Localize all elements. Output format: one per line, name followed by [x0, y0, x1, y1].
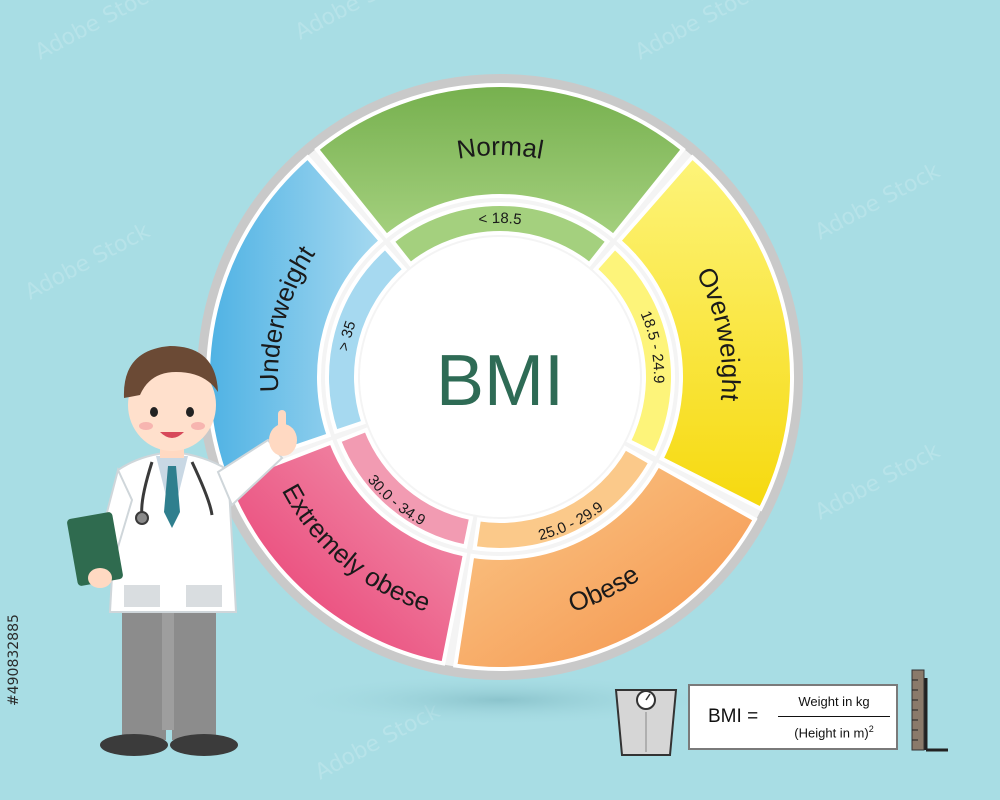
bmi-formula-box: BMI = Weight in kg (Height in m)2 [688, 684, 898, 750]
svg-text:Adobe Stock: Adobe Stock [631, 0, 764, 65]
center-disk [360, 237, 640, 517]
segment-normal [314, 83, 686, 239]
formula-equals: = [747, 706, 759, 727]
diagram-shadow [280, 674, 720, 726]
svg-text:Adobe Stock: Adobe Stock [811, 159, 944, 246]
formula-denominator: (Height in m)2 [778, 724, 890, 740]
bathroom-scale-icon [614, 689, 678, 756]
segment-overweight [616, 154, 794, 512]
segment-range-normal: < 18.5 [478, 210, 523, 228]
segment-obese [453, 462, 758, 671]
formula-lhs: BMI = [708, 706, 758, 728]
segment-overweight-range-band [592, 244, 675, 457]
stock-id: #490832885 [6, 614, 22, 706]
segment-underweight-range-band [325, 244, 408, 435]
height-ruler-icon [911, 669, 948, 752]
formula-fraction-bar [778, 716, 890, 717]
segment-extremely-obese-range-band [336, 427, 474, 549]
formula-exponent: 2 [868, 724, 874, 734]
svg-text:Adobe Stock: Adobe Stock [31, 0, 164, 65]
formula-lhs-label: BMI [708, 706, 742, 727]
formula-numerator: Weight in kg [798, 694, 870, 709]
center-title: BMI [436, 341, 564, 421]
segment-normal-range-band [389, 202, 611, 267]
segment-obese-range-band [472, 445, 654, 552]
svg-text:Adobe Stock: Adobe Stock [21, 219, 154, 306]
formula-denominator-text: (Height in m) [794, 725, 869, 741]
svg-text:Adobe Stock: Adobe Stock [291, 0, 424, 45]
doctor-illustration [67, 346, 297, 756]
svg-text:Adobe Stock: Adobe Stock [811, 439, 944, 526]
